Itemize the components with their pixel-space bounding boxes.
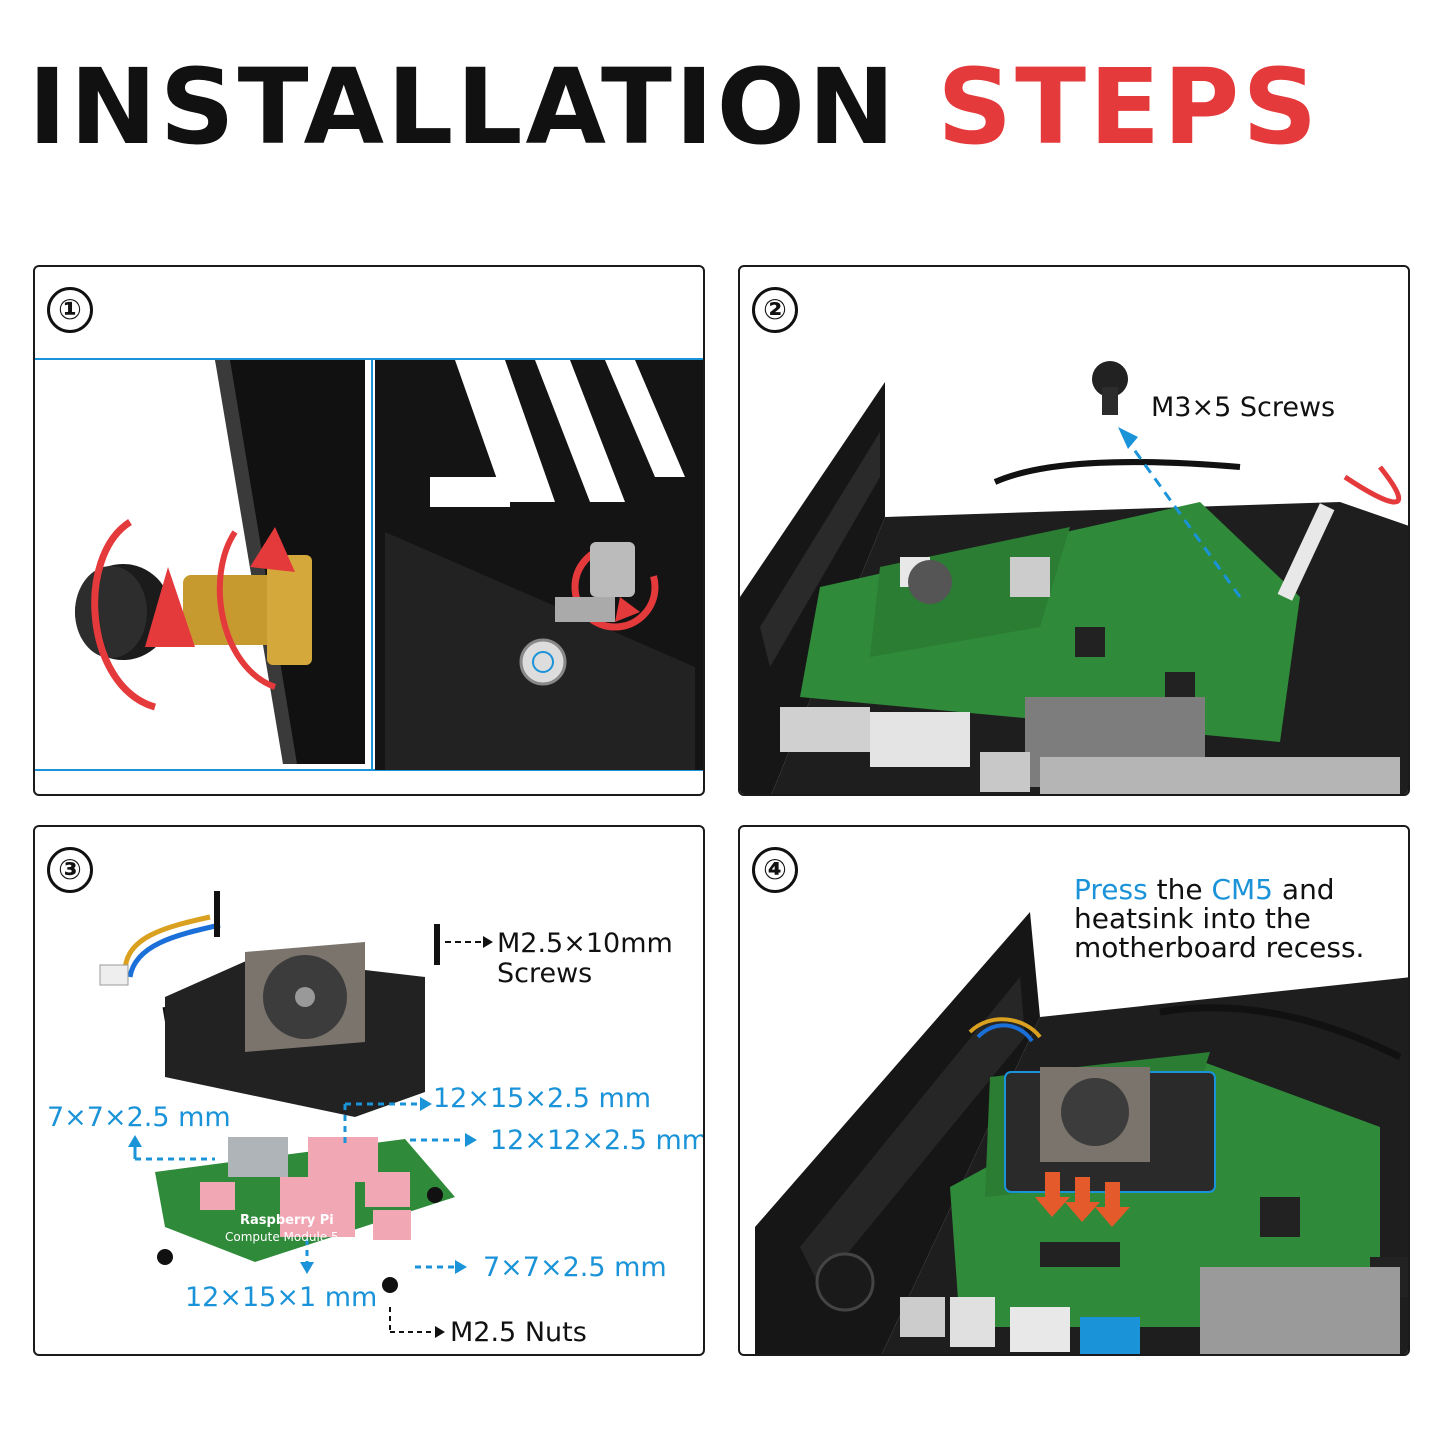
pad-left-label: 7×7×2.5 mm (47, 1102, 231, 1133)
step-1-panel: ① (33, 265, 705, 796)
pad-right-bottom-label: 7×7×2.5 mm (483, 1252, 667, 1283)
board-text-1: Raspberry Pi (240, 1213, 334, 1228)
pad-bottom-label: 12×15×1 mm (185, 1282, 378, 1313)
step-2-illustration (740, 361, 1408, 794)
step-4-instruction: Press the CM5 and heatsink into the moth… (1074, 875, 1364, 962)
and-word: and (1281, 873, 1335, 906)
cm5-word: CM5 (1211, 873, 1273, 906)
pad-top-center-label: 12×15×2.5 mm (433, 1083, 652, 1114)
step-4-line-2: heatsink into the (1074, 902, 1311, 935)
step-4-number: ④ (752, 847, 798, 893)
screw-label: M3×5 Screws (1151, 392, 1336, 423)
title-accent: STEPS (937, 46, 1321, 168)
step-2-panel: ② M3×5 Screws (738, 265, 1410, 796)
step-4-line-1: Press the CM5 and (1074, 875, 1364, 904)
screws-label-2: Screws (497, 958, 593, 989)
press-word: Press (1074, 873, 1148, 906)
step-1-number: ① (47, 287, 93, 333)
step-4-illustration (755, 912, 1408, 1354)
board-text-2: Compute Module 5 (225, 1230, 339, 1244)
the-word: the (1156, 873, 1203, 906)
screws-label-1: M2.5×10mm (497, 928, 673, 959)
pad-right-top-label: 12×12×2.5 mm (490, 1125, 705, 1156)
nuts-label: M2.5 Nuts (450, 1317, 587, 1348)
step-2-number: ② (752, 287, 798, 333)
step-4-line-3: motherboard recess. (1074, 931, 1365, 964)
step-3-illustration (99, 891, 493, 1338)
step-3-panel: ③ (33, 825, 705, 1356)
step-3-number: ③ (47, 847, 93, 893)
step-4-panel: ④ Press the CM5 and heatsink into the mo… (738, 825, 1410, 1356)
step-1-illustration (35, 358, 703, 771)
title-main: INSTALLATION (28, 46, 899, 168)
page-title: INSTALLATION STEPS (28, 52, 1320, 162)
